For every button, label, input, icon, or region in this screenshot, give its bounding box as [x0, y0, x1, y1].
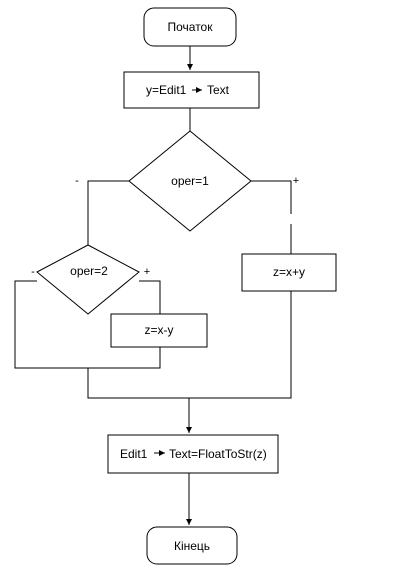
- decision-oper2-label: oper=2: [70, 264, 108, 278]
- decision-oper2-shape: [36, 244, 140, 315]
- assign-y-label: y=Edit1: [146, 83, 187, 97]
- end-label: Кінець: [174, 539, 210, 553]
- edge-sum-to-merge: [189, 291, 292, 399]
- decision-oper1: oper=1: [128, 130, 252, 232]
- assign-y-label-prefix: y=Edit1: [146, 83, 187, 97]
- edge-oper2-yes: [139, 280, 161, 314]
- branch-oper2-yes-sign: +: [144, 266, 150, 278]
- sum-process: z=x+y: [241, 253, 337, 292]
- branch-oper2-no-sign: -: [31, 266, 35, 278]
- assign-y-shape: [123, 71, 260, 109]
- end-terminator-shape: [146, 526, 238, 565]
- assign-y-process: y=Edit1 Text: [123, 71, 260, 109]
- edge-oper1-no: [87, 180, 129, 245]
- branch-oper1-no-sign: -: [75, 175, 79, 187]
- decision-oper1-label: oper=1: [171, 174, 209, 188]
- start-label: Початок: [168, 20, 214, 34]
- edge-diff-loop: [14, 280, 161, 369]
- branch-oper1-yes-sign: +: [293, 175, 299, 187]
- sum-shape: [241, 253, 337, 292]
- end-terminator: Кінець: [146, 526, 238, 565]
- assign-y-label-suffix: Text: [207, 83, 230, 97]
- decision-oper2: oper=2: [36, 244, 140, 315]
- edge-oper1-yes-upper: [251, 180, 292, 214]
- output-label-prefix: Edit1: [120, 447, 148, 461]
- sum-label: z=x+y: [273, 265, 305, 279]
- output-process: Edit1 Text=FloatToStr(z): [107, 434, 279, 474]
- output-shape: [107, 434, 279, 474]
- diff-process: z=x-y: [110, 313, 208, 348]
- diff-label: z=x-y: [144, 323, 173, 337]
- output-label-suffix: Text=FloatToStr(z): [169, 447, 267, 461]
- start-terminator: Початок: [143, 7, 237, 47]
- diff-shape: [110, 313, 208, 348]
- decision-oper1-shape: [128, 130, 252, 232]
- edge-left-to-merge: [87, 368, 189, 399]
